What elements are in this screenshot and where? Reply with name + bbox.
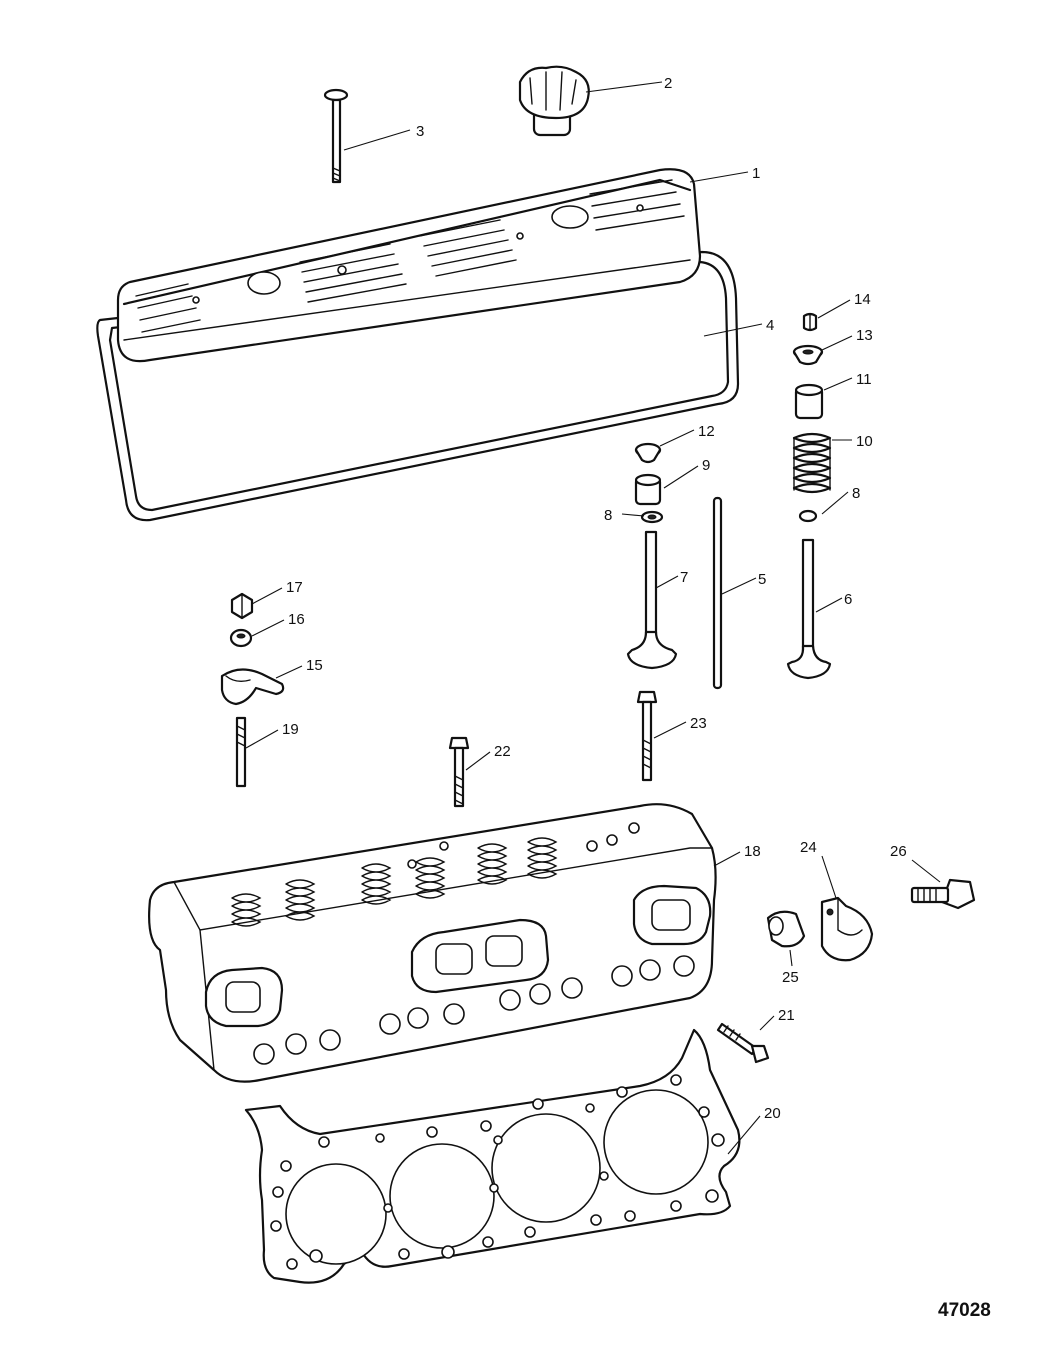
part-22-bolt: [448, 736, 470, 808]
callout-18: 18: [744, 843, 761, 860]
part-1-valve-cover: [116, 168, 702, 363]
callout-15: 15: [306, 657, 323, 674]
part-6-exhaust-valve: [786, 538, 832, 680]
callout-17: 17: [286, 579, 303, 596]
callout-6: 6: [844, 591, 852, 608]
part-8-oil-seal-mid: [640, 510, 664, 524]
callout-22: 22: [494, 743, 511, 760]
part-11-shield: [794, 383, 824, 420]
part-18-cylinder-head: [148, 803, 717, 1083]
part-9-seal-shield: [634, 473, 662, 506]
callout-26: 26: [890, 843, 907, 860]
part-5-push-rod: [712, 496, 723, 690]
callout-5: 5: [758, 571, 766, 588]
figure-number: 47028: [938, 1300, 991, 1321]
part-14-valve-key: [802, 312, 818, 332]
part-10-valve-spring: [792, 432, 832, 494]
callout-4: 4: [766, 317, 774, 334]
callout-9: 9: [702, 457, 710, 474]
callout-20: 20: [764, 1105, 781, 1122]
part-8-oil-seal-right: [798, 509, 818, 523]
part-26-bolt: [910, 878, 976, 910]
callout-8-mid: 8: [604, 507, 612, 524]
callout-3: 3: [416, 123, 424, 140]
part-19-rocker-stud: [235, 716, 247, 788]
callout-23: 23: [690, 715, 707, 732]
callout-21: 21: [778, 1007, 795, 1024]
callout-24: 24: [800, 839, 817, 856]
callout-16: 16: [288, 611, 305, 628]
callout-8-right: 8: [852, 485, 860, 502]
part-13-retainer: [792, 344, 824, 366]
leader-lines: [245, 81, 941, 1155]
part-17-rocker-nut: [230, 592, 254, 620]
callout-13: 13: [856, 327, 873, 344]
part-3-cover-bolt: [323, 88, 349, 184]
callout-12: 12: [698, 423, 715, 440]
callout-11: 11: [856, 371, 872, 388]
callout-10: 10: [856, 433, 873, 450]
part-21-bolt: [716, 1022, 770, 1064]
callout-1: 1: [752, 165, 760, 182]
part-25-spacer: [766, 910, 806, 948]
part-23-bolt: [636, 690, 658, 782]
callout-labels: 1 2 3 4 5 6 7 8 8 9 10 11 12 13 14 15 16…: [282, 75, 907, 1122]
part-2-oil-filler-cap: [518, 65, 590, 137]
callout-14: 14: [854, 291, 871, 308]
callout-2: 2: [664, 75, 672, 92]
callout-25: 25: [782, 969, 799, 986]
callout-7: 7: [680, 569, 688, 586]
part-15-rocker-arm: [220, 668, 285, 706]
part-7-intake-valve: [626, 530, 678, 670]
part-16-rocker-ball: [229, 628, 253, 648]
part-24-clip: [820, 896, 874, 962]
callout-19: 19: [282, 721, 299, 738]
part-20-head-gasket: [244, 1028, 741, 1284]
part-12-rotator: [634, 442, 662, 464]
